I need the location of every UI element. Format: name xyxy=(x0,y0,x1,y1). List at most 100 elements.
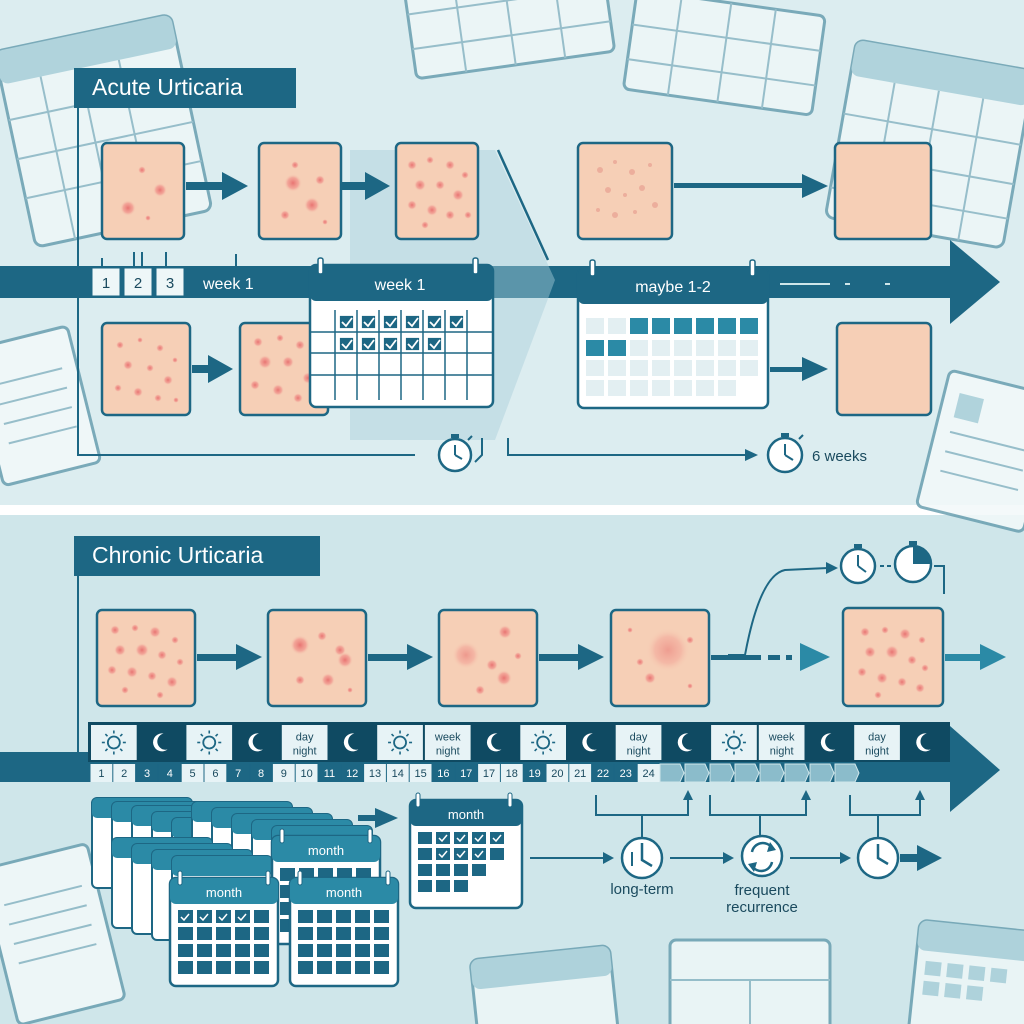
day-number: 14 xyxy=(392,768,404,780)
day-number-cell xyxy=(227,764,250,782)
day-number-cell xyxy=(272,764,295,782)
day-number: 11 xyxy=(324,768,335,780)
day-number-cell xyxy=(569,764,592,782)
moon-icon xyxy=(916,733,931,752)
month-calendar: month xyxy=(408,792,524,910)
day-number: 20 xyxy=(551,768,563,780)
acute-bracket xyxy=(77,108,415,456)
day-number-cell xyxy=(592,764,614,782)
cell-label: night xyxy=(436,746,460,758)
timeline-cell xyxy=(138,725,185,760)
duration-label: 6 weeks xyxy=(812,448,867,465)
arrow-icon xyxy=(945,644,1006,670)
day-number: 17 xyxy=(460,768,472,780)
cell-label: night xyxy=(865,746,889,758)
chevron-icon xyxy=(684,763,710,783)
moon-icon xyxy=(486,733,502,752)
chevron-icon xyxy=(809,763,835,783)
skin-sample xyxy=(238,321,330,417)
background-document-icon xyxy=(0,843,126,1024)
timeline-cell: day night xyxy=(615,725,662,760)
arrow-icon xyxy=(342,172,390,200)
background-calendar-icon xyxy=(622,0,827,116)
cell-label: night xyxy=(627,746,651,758)
timeline-cell xyxy=(663,725,710,760)
chronic-day-night-cells: daynightweeknightdaynightweeknightdaynig… xyxy=(91,725,948,760)
recurrence-icon xyxy=(740,834,784,878)
arrow-icon xyxy=(368,644,433,670)
day-number-cell xyxy=(158,764,181,782)
day-number-cell xyxy=(90,764,113,782)
day-number-cell xyxy=(432,764,455,782)
week-calendar: week 1 xyxy=(308,257,495,409)
day-number: 3 xyxy=(144,768,150,780)
connector xyxy=(507,438,745,456)
day-number-cell xyxy=(250,764,272,782)
month-calendar: month xyxy=(288,870,400,988)
day-number-cell xyxy=(181,764,204,782)
chevron-icon xyxy=(784,763,810,783)
cell-label: week xyxy=(768,732,795,744)
day-number-cell xyxy=(295,764,318,782)
background-calendar-icon xyxy=(402,0,616,80)
panel-divider xyxy=(0,505,1024,515)
day-number-cell xyxy=(204,764,227,782)
cell-label: night xyxy=(293,746,317,758)
arrow-icon xyxy=(358,808,398,828)
skin-sample xyxy=(841,606,945,708)
acute-day-number: 2 xyxy=(134,275,142,292)
timeline-cell xyxy=(91,725,137,760)
timeline-cell xyxy=(186,725,233,760)
cell-label: day xyxy=(630,732,648,744)
acute-day-number: 3 xyxy=(166,275,174,292)
moon-icon xyxy=(248,733,263,752)
skin-sample xyxy=(833,141,933,241)
moon-icon xyxy=(343,733,359,752)
day-number-cell xyxy=(113,764,136,782)
skin-sample xyxy=(100,141,186,241)
chronic-title: Chronic Urticaria xyxy=(92,542,263,568)
acute-title-box xyxy=(74,68,296,108)
acute-week-text: week 1 xyxy=(202,276,254,293)
bracket-connectors xyxy=(595,795,921,838)
day-number: 23 xyxy=(620,768,632,780)
timeline-cell xyxy=(711,725,757,760)
long-term-label: long-term xyxy=(610,881,673,898)
day-number: 5 xyxy=(190,768,196,780)
timeline-cell xyxy=(329,725,376,760)
day-number-cell xyxy=(500,764,523,782)
day-number: 6 xyxy=(212,768,218,780)
stopwatch-icon xyxy=(766,433,804,474)
background-calendar-icon xyxy=(469,944,620,1024)
skin-sample xyxy=(266,608,368,708)
day-number: 19 xyxy=(528,768,540,780)
arrow-icon xyxy=(530,852,851,864)
day-number-cell xyxy=(318,764,341,782)
day-number: 8 xyxy=(258,768,264,780)
frequent-label: frequent xyxy=(734,882,790,899)
arrow-icon xyxy=(192,355,233,383)
day-number: 9 xyxy=(281,768,287,780)
arrow-icon xyxy=(900,845,942,871)
stopwatch-icon xyxy=(893,541,933,584)
cell-label: week xyxy=(434,732,461,744)
skin-sample xyxy=(609,608,711,708)
clock-icon xyxy=(856,836,900,880)
connector xyxy=(934,565,945,594)
connector xyxy=(728,567,829,656)
timeline-cell xyxy=(377,725,423,760)
timeline-cell xyxy=(520,725,566,760)
timeline-cell xyxy=(472,725,519,760)
skin-sample xyxy=(257,141,343,241)
day-number: 16 xyxy=(437,768,449,780)
moon-icon xyxy=(582,733,597,752)
day-number-cell xyxy=(455,764,478,782)
connector xyxy=(474,438,483,463)
day-number-cell xyxy=(136,764,158,782)
day-number-cell xyxy=(523,764,546,782)
month-label: month xyxy=(448,807,484,822)
chevron-icon xyxy=(734,763,760,783)
